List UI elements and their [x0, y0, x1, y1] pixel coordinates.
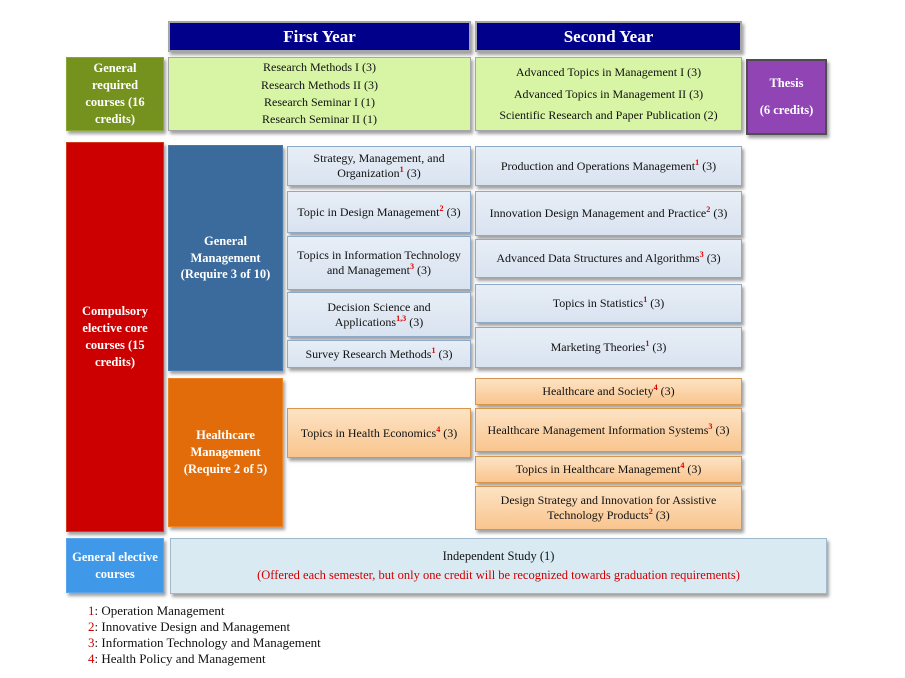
- course-line: Research Seminar I (1): [264, 95, 375, 109]
- footnote-superscript: 1: [695, 157, 700, 167]
- thesis-box: Thesis (6 credits): [746, 59, 827, 135]
- footnote-line: 2: Innovative Design and Management: [88, 619, 291, 634]
- footnote-superscript: 2: [648, 507, 653, 516]
- footnote-superscript: 1: [643, 295, 648, 304]
- course-line: Research Methods II (3): [261, 77, 378, 92]
- course-box: Production and Operations Management1 (3…: [475, 146, 742, 186]
- footnote-number: 4: [88, 651, 95, 666]
- healthcare-management-block: Healthcare Management (Require 2 of 5): [168, 378, 283, 527]
- course-box: Healthcare and Society4 (3): [475, 378, 742, 405]
- footnote-superscript: 4: [680, 461, 685, 470]
- independent-study-box: Independent Study (1) (Offered each seme…: [170, 538, 827, 594]
- course-box: Topic in Design Management2 (3): [287, 191, 471, 233]
- course-box: Innovation Design Management and Practic…: [475, 191, 742, 236]
- general-elective-label: General elective courses: [66, 538, 164, 593]
- course-box: Decision Science and Applications1,3 (3): [287, 292, 471, 337]
- course-box: Survey Research Methods1 (3): [287, 340, 471, 368]
- footnote-superscript: 3: [409, 262, 415, 271]
- course-line: Advanced Topics in Management II (3): [513, 86, 704, 101]
- general-management-requirement: (Require 3 of 10): [180, 267, 271, 282]
- footnote-line: 4: Health Policy and Management: [88, 651, 266, 666]
- first-year-header: First Year: [168, 21, 471, 52]
- footnote-line: 3: Information Technology and Management: [88, 635, 321, 650]
- first-year-header-label: First Year: [283, 26, 356, 46]
- second-year-header: Second Year: [475, 21, 742, 52]
- course-box: Advanced Data Structures and Algorithms3…: [475, 239, 742, 278]
- footnote-number: 3: [88, 635, 95, 650]
- footnote-superscript: 1: [431, 345, 436, 355]
- footnote-superscript: 1: [399, 165, 404, 174]
- course-line: Research Methods I (3): [263, 60, 376, 75]
- footnote-number: 2: [88, 619, 95, 634]
- course-box: Strategy, Management, and Organization1 …: [287, 146, 471, 186]
- general-management-name: General Management: [190, 233, 261, 265]
- course-line: Scientific Research and Paper Publicatio…: [499, 108, 718, 123]
- course-box: Topics in Healthcare Management4 (3): [475, 456, 742, 483]
- course-box: Design Strategy and Innovation for Assis…: [475, 486, 742, 530]
- general-management-block: General Management (Require 3 of 10): [168, 145, 283, 371]
- thesis-credits: (6 credits): [759, 103, 814, 117]
- course-line: Advanced Topics in Management I (3): [515, 65, 702, 80]
- footnote-superscript: 1: [645, 339, 650, 348]
- course-box: Topics in Information Technology and Man…: [287, 236, 471, 290]
- footnote-superscript: 3: [699, 250, 704, 259]
- footnote-superscript: 2: [439, 203, 444, 213]
- footnote-number: 1: [88, 603, 95, 618]
- first-year-required-courses: Research Methods I (3) Research Methods …: [168, 57, 471, 131]
- independent-study-course: Independent Study (1): [442, 549, 555, 564]
- course-line: Research Seminar II (1): [262, 112, 377, 127]
- healthcare-management-requirement: (Require 2 of 5): [183, 461, 268, 476]
- second-year-required-courses: Advanced Topics in Management I (3) Adva…: [475, 57, 742, 131]
- footnote-superscript: 3: [708, 421, 713, 431]
- footnote-superscript: 4: [653, 383, 658, 392]
- footnote-line: 1: Operation Management: [88, 603, 225, 618]
- footnote-superscript: 4: [436, 424, 441, 434]
- course-box: Topics in Health Economics4 (3): [287, 408, 471, 458]
- compulsory-elective-label: Compulsory elective core courses (15 cre…: [66, 142, 164, 532]
- second-year-header-label: Second Year: [563, 26, 654, 46]
- thesis-title: Thesis: [769, 76, 804, 90]
- general-required-label: General required courses (16 credits): [66, 57, 164, 131]
- healthcare-management-name: Healthcare Management: [190, 428, 261, 460]
- course-box: Marketing Theories1 (3): [475, 327, 742, 368]
- independent-study-note: (Offered each semester, but only one cre…: [257, 568, 740, 582]
- course-box: Topics in Statistics1 (3): [475, 284, 742, 323]
- footnote-legend: 1: Operation Management 2: Innovative De…: [88, 603, 321, 667]
- footnote-superscript: 2: [706, 205, 711, 214]
- footnote-superscript: 1,3: [396, 313, 407, 323]
- course-box: Healthcare Management Information System…: [475, 408, 742, 452]
